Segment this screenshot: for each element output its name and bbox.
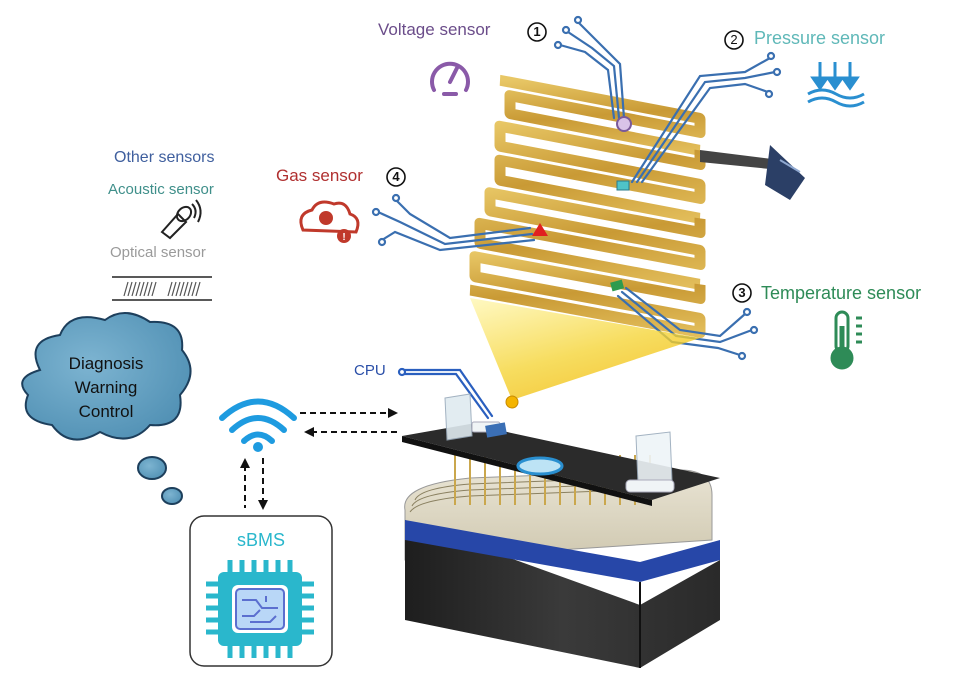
optical-sensor-label: Optical sensor bbox=[110, 244, 206, 261]
wireless-link-arrows bbox=[244, 412, 397, 508]
pressure-sensor-number: 2 bbox=[730, 32, 738, 47]
pressure-sensor-node bbox=[616, 180, 630, 191]
voltage-sensor-node bbox=[616, 116, 632, 132]
light-beam bbox=[470, 298, 700, 400]
chip-icon bbox=[206, 560, 314, 658]
gas-sensor-node bbox=[532, 223, 548, 236]
electrode-strips bbox=[469, 74, 706, 338]
pressure-arrows-icon bbox=[807, 62, 865, 108]
voltage-sensor-label: Voltage sensor bbox=[378, 20, 491, 39]
led-source bbox=[505, 395, 519, 409]
temperature-sensor-node bbox=[610, 279, 625, 292]
sbms-label: sBMS bbox=[236, 530, 285, 550]
temperature-sensor-label: Temperature sensor bbox=[761, 283, 922, 303]
number-badges bbox=[386, 22, 752, 303]
electrode-strip-2 bbox=[494, 120, 706, 224]
cloud-text-diagnosis: Diagnosis bbox=[68, 354, 144, 373]
acoustic-sensor-label: Acoustic sensor bbox=[108, 181, 214, 198]
pressure-sensor-label: Pressure sensor bbox=[754, 28, 886, 48]
microphone-icon bbox=[160, 199, 202, 240]
cloud-text-control: Control bbox=[78, 402, 134, 421]
svg-text:!: ! bbox=[342, 232, 345, 243]
other-sensors-title: Other sensors bbox=[114, 149, 215, 166]
sensor-wires bbox=[371, 15, 782, 420]
flex-connector bbox=[700, 145, 805, 200]
cpu-label: CPU bbox=[354, 362, 386, 379]
gauge-icon bbox=[430, 61, 470, 96]
optical-fiber-icon bbox=[112, 276, 212, 301]
voltage-sensor-number: 1 bbox=[533, 24, 541, 39]
electrode-strip-1 bbox=[499, 74, 706, 156]
electrode-strip-3 bbox=[474, 187, 706, 290]
thought-cloud bbox=[21, 312, 192, 505]
thermometer-icon bbox=[830, 310, 862, 370]
gas-sensor-number: 4 bbox=[392, 169, 400, 184]
wifi-icon bbox=[219, 398, 297, 452]
gas-sensor-label: Gas sensor bbox=[276, 166, 363, 185]
battery-cell bbox=[402, 393, 720, 668]
temperature-sensor-number: 3 bbox=[738, 285, 746, 300]
sbms-box bbox=[189, 515, 333, 667]
gas-cloud-icon: ! bbox=[299, 200, 360, 243]
cloud-text-warning: Warning bbox=[74, 378, 138, 397]
